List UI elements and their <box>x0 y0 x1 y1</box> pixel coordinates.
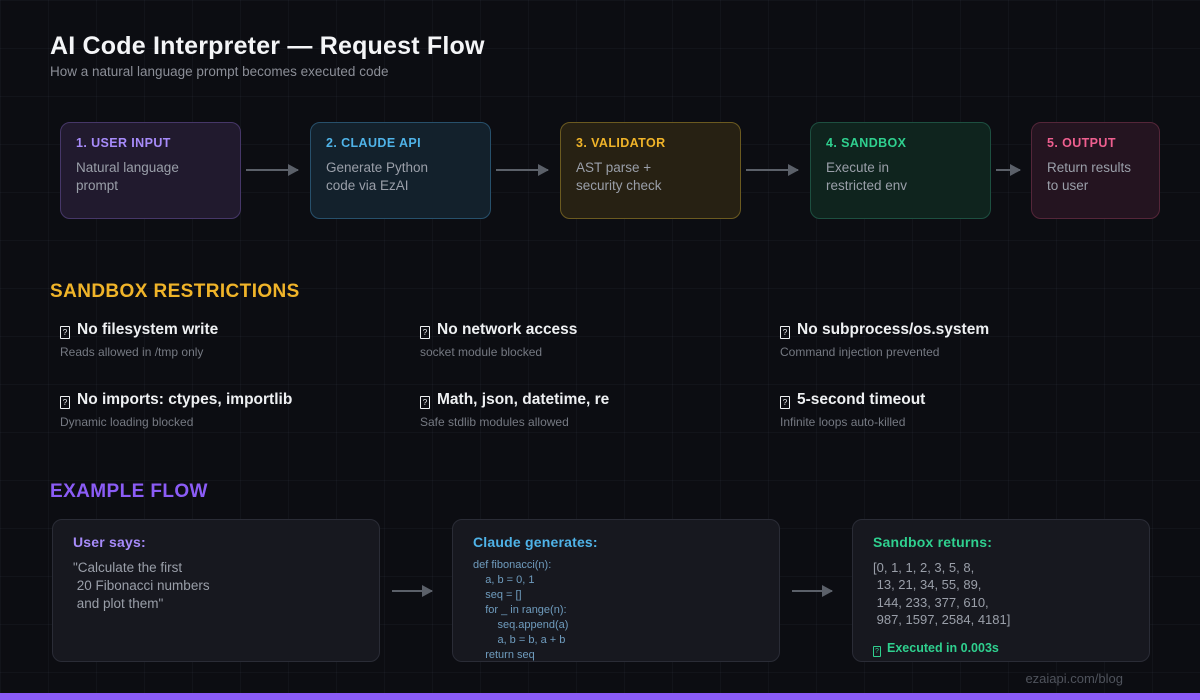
flow-step-output: 5. OUTPUT Return results to user <box>1031 122 1160 219</box>
restriction-subtitle: socket module blocked <box>420 345 543 359</box>
restriction-subtitle: Dynamic loading blocked <box>60 415 194 429</box>
missing-glyph-icon <box>780 326 790 339</box>
restriction-item-imports: No imports: ctypes, importlib Dynamic lo… <box>60 391 390 429</box>
page-title: AI Code Interpreter — Request Flow <box>50 32 485 60</box>
example-card-sandbox-returns: Sandbox returns: [0, 1, 1, 2, 3, 5, 8, 1… <box>852 519 1150 662</box>
arrow-right-icon <box>792 585 833 597</box>
flow-step-user-input: 1. USER INPUT Natural language prompt <box>60 122 241 219</box>
arrow-right-icon <box>246 164 299 176</box>
missing-glyph-icon <box>60 396 70 409</box>
flow-step-description: Execute in restricted env <box>826 160 908 193</box>
missing-glyph-icon <box>60 326 70 339</box>
bottom-accent-bar <box>0 693 1200 700</box>
restriction-subtitle: Command injection prevented <box>780 345 940 359</box>
restriction-item-network: No network access socket module blocked <box>420 321 750 359</box>
flow-step-label: 1. USER INPUT <box>76 136 171 150</box>
arrow-right-icon <box>746 164 799 176</box>
missing-glyph-icon <box>420 326 430 339</box>
flow-step-description: Natural language prompt <box>76 160 179 193</box>
missing-glyph-icon <box>780 396 790 409</box>
example-card-body: "Calculate the first 20 Fibonacci number… <box>73 560 210 612</box>
restriction-title: 5-second timeout <box>797 391 926 408</box>
restriction-title: No subprocess/os.system <box>797 321 990 338</box>
example-card-label: User says: <box>73 534 146 550</box>
example-card-user-says: User says: "Calculate the first 20 Fibon… <box>52 519 380 662</box>
missing-glyph-icon <box>873 645 881 657</box>
execution-time-status: Executed in 0.003s <box>887 640 999 655</box>
restriction-subtitle: Reads allowed in /tmp only <box>60 345 204 359</box>
flow-step-claude-api: 2. CLAUDE API Generate Python code via E… <box>310 122 491 219</box>
restriction-subtitle: Infinite loops auto-killed <box>780 415 906 429</box>
footer-blog-link[interactable]: ezaiapi.com/blog <box>1025 671 1123 686</box>
restriction-item-filesystem: No filesystem write Reads allowed in /tm… <box>60 321 390 359</box>
restriction-title: No network access <box>437 321 578 338</box>
restrictions-section-heading: SANDBOX RESTRICTIONS <box>50 281 300 302</box>
flow-step-validator: 3. VALIDATOR AST parse + security check <box>560 122 741 219</box>
example-card-output: [0, 1, 1, 2, 3, 5, 8, 13, 21, 34, 55, 89… <box>873 560 1011 628</box>
example-section-heading: EXAMPLE FLOW <box>50 481 208 502</box>
restriction-item-timeout: 5-second timeout Infinite loops auto-kil… <box>780 391 1110 429</box>
arrow-right-icon <box>996 164 1021 176</box>
example-card-label: Claude generates: <box>473 534 598 550</box>
flow-step-label: 3. VALIDATOR <box>576 136 666 150</box>
example-code-snippet: def fibonacci(n): a, b = 0, 1 seq = [] f… <box>473 559 569 662</box>
restriction-title: Math, json, datetime, re <box>437 391 610 408</box>
restriction-item-subprocess: No subprocess/os.system Command injectio… <box>780 321 1110 359</box>
example-card-label: Sandbox returns: <box>873 534 993 550</box>
restriction-title: No imports: ctypes, importlib <box>77 391 293 408</box>
page-subtitle: How a natural language prompt becomes ex… <box>50 64 389 79</box>
restriction-subtitle: Safe stdlib modules allowed <box>420 415 569 429</box>
example-card-claude-generates: Claude generates: def fibonacci(n): a, b… <box>452 519 780 662</box>
flow-step-sandbox: 4. SANDBOX Execute in restricted env <box>810 122 991 219</box>
flow-step-label: 2. CLAUDE API <box>326 136 422 150</box>
flow-step-description: Generate Python code via EzAI <box>326 160 429 193</box>
flow-step-description: Return results to user <box>1047 160 1132 193</box>
flow-step-label: 5. OUTPUT <box>1047 136 1116 150</box>
flow-step-description: AST parse + security check <box>576 160 662 193</box>
missing-glyph-icon <box>420 396 430 409</box>
restriction-item-stdlib: Math, json, datetime, re Safe stdlib mod… <box>420 391 750 429</box>
arrow-right-icon <box>496 164 549 176</box>
arrow-right-icon <box>392 585 433 597</box>
restriction-title: No filesystem write <box>77 321 219 338</box>
flow-step-label: 4. SANDBOX <box>826 136 907 150</box>
